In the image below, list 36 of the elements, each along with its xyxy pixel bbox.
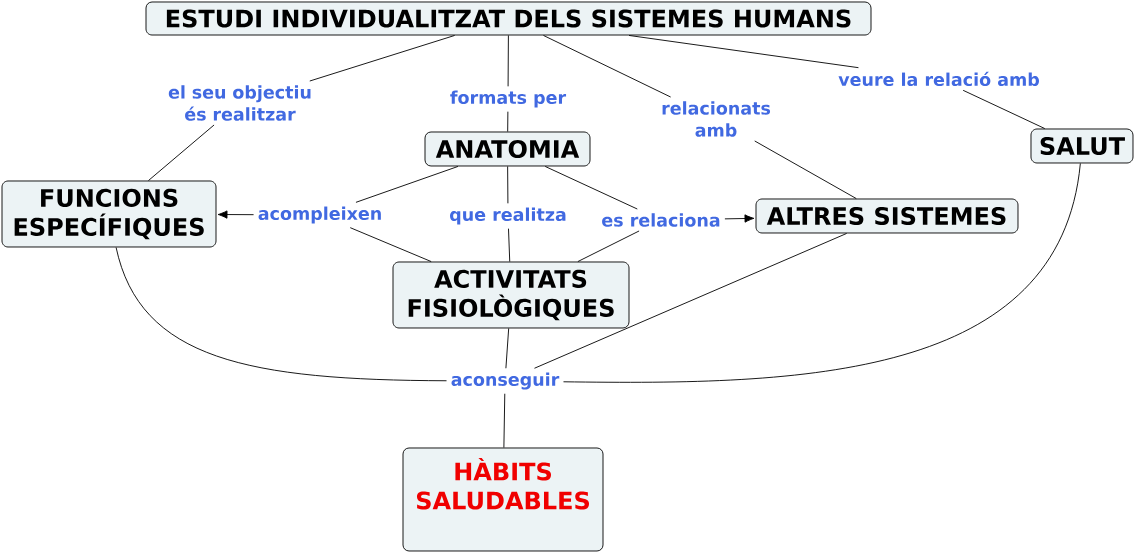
connector-line	[148, 124, 215, 181]
linking-phrase: que realitza	[445, 203, 571, 229]
concept-box: HÀBITS SALUDABLES	[402, 447, 604, 552]
connector-line	[628, 35, 859, 69]
linking-phrase: relacionats amb	[649, 97, 783, 141]
linking-phrase: es relaciona	[597, 209, 725, 231]
connector-line	[115, 247, 447, 382]
linking-phrase: el seu objectiu és realitzar	[156, 81, 324, 125]
connector-line	[355, 166, 459, 203]
connector-line	[309, 35, 456, 82]
concept-box: ESTUDI INDIVIDUALITZAT DELS SISTEMES HUMANS	[145, 1, 872, 36]
connector-line	[507, 111, 509, 132]
connector-line	[563, 163, 1081, 383]
connector-line	[349, 227, 432, 262]
connector-line	[508, 228, 511, 262]
linking-phrase: formats per	[445, 86, 571, 112]
connector-line	[544, 166, 638, 210]
connector-line	[505, 328, 510, 369]
connector-line	[534, 233, 848, 369]
connector-line	[503, 393, 506, 448]
linking-phrase: acompleixen	[253, 202, 387, 228]
arrow	[724, 214, 755, 223]
connector-line	[507, 35, 509, 87]
connector-line	[962, 89, 1046, 129]
linking-phrase: aconseguir	[446, 368, 564, 394]
concept-box: ALTRES SISTEMES	[755, 198, 1019, 234]
concept-box: SALUT	[1030, 128, 1134, 164]
connector-line	[754, 140, 857, 199]
linking-phrase: veure la relació amb	[834, 67, 1044, 91]
concept-box: ANATOMIA	[424, 131, 591, 167]
connector-line	[507, 166, 509, 204]
arrow	[217, 210, 255, 219]
concept-box: ACTIVITATS FISIOLÒGIQUES	[392, 261, 630, 329]
connector-line	[577, 230, 640, 262]
connector-line	[543, 35, 672, 98]
concept-box: FUNCIONS ESPECÍFIQUES	[1, 180, 217, 248]
